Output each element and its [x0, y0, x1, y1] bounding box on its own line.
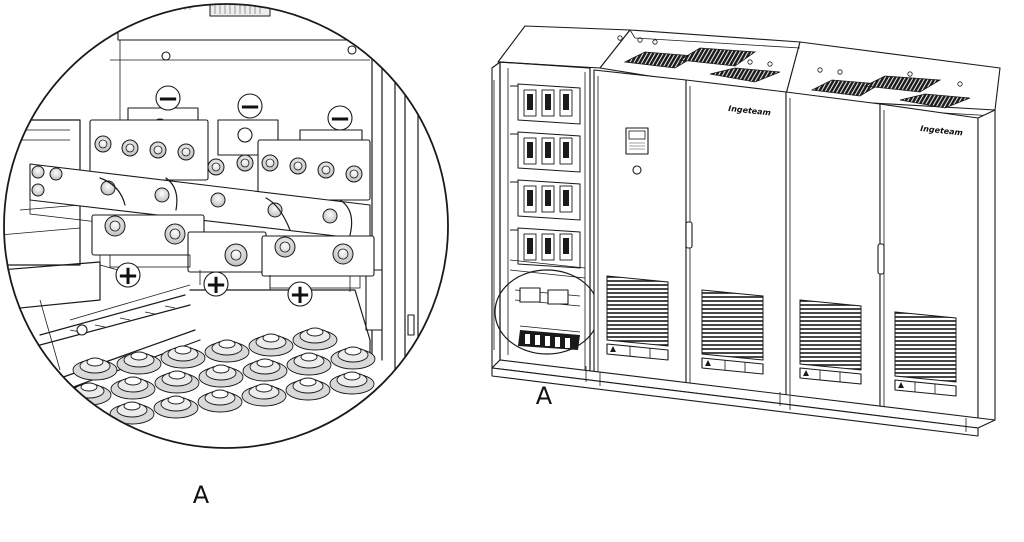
cable-gland — [248, 333, 294, 357]
cable-gland — [330, 346, 376, 370]
cable-gland — [286, 352, 332, 376]
door-handle-right[interactable] — [877, 243, 885, 275]
cable-gland — [242, 358, 288, 382]
cable-gland — [153, 395, 199, 419]
power-modules — [510, 83, 581, 269]
control-display — [625, 127, 649, 155]
door-handle-left[interactable] — [685, 221, 693, 249]
terminal-signs: − − − + + + — [115, 84, 353, 310]
negative-label-3: − — [329, 104, 351, 134]
negative-label-2: − — [239, 92, 261, 122]
power-module — [510, 83, 581, 125]
positive-label-1: + — [117, 261, 139, 291]
cable-gland — [116, 351, 162, 375]
power-module — [510, 179, 581, 221]
emergency-button[interactable] — [632, 165, 642, 175]
cable-gland — [110, 376, 156, 400]
positive-label-2: + — [205, 270, 227, 300]
inverter-cabinet: Ingeteam Ingeteam — [491, 25, 1001, 437]
detail-view-a: − − − + + + — [4, 4, 448, 448]
vent-grille-1 — [606, 275, 669, 347]
bolts-lower — [104, 215, 354, 267]
brand-label-door2: Ingeteam — [728, 104, 772, 117]
cable-gland — [285, 377, 331, 401]
cable-gland — [292, 327, 338, 351]
cable-gland — [160, 345, 206, 369]
cable-gland — [204, 339, 250, 363]
negative-sign-3 — [327, 105, 353, 131]
brand-label-door4: Ingeteam — [920, 124, 964, 137]
cable-glands — [65, 327, 376, 431]
cabinet-callout-label: A — [536, 382, 553, 410]
power-module — [510, 227, 581, 269]
positive-label-3: + — [289, 280, 311, 310]
cable-gland — [197, 389, 243, 413]
vent-grille-3 — [799, 299, 862, 371]
cable-gland — [72, 357, 118, 381]
power-module — [510, 131, 581, 173]
positive-sign-1 — [115, 262, 141, 288]
vent-grille-4 — [894, 311, 957, 383]
positive-sign-3 — [287, 281, 313, 307]
detail-callout-label: A — [193, 481, 210, 509]
cable-gland — [198, 364, 244, 388]
negative-sign-2 — [237, 93, 263, 119]
cable-gland — [241, 383, 287, 407]
negative-label-1: − — [157, 84, 179, 114]
cable-gland — [154, 370, 200, 394]
detail-circle-outline — [3, 3, 449, 449]
positive-sign-2 — [203, 271, 229, 297]
vent-grille-2 — [701, 289, 764, 361]
negative-sign-1 — [155, 85, 181, 111]
cable-gland — [329, 371, 375, 395]
bolts-upper — [94, 135, 363, 183]
cable-gland — [109, 401, 155, 425]
